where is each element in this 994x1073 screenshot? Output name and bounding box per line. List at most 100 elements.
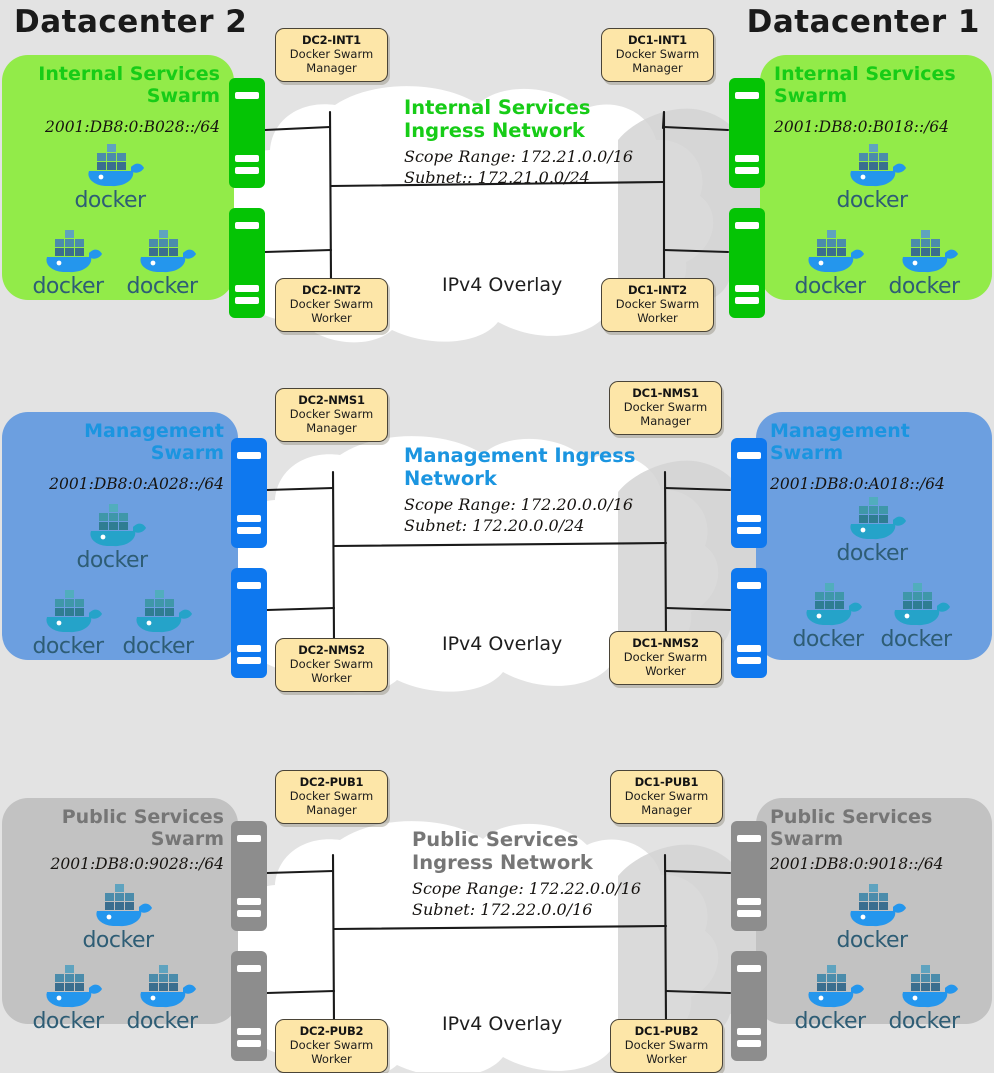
node-id: DC2-INT2	[302, 283, 361, 297]
docker-wordmark: docker	[794, 1009, 866, 1034]
node-role-line1: Docker Swarm	[624, 1038, 709, 1053]
swarm-address: 2001:DB8:0:B028::/64	[44, 118, 220, 136]
docker-wordmark: docker	[792, 627, 864, 652]
swarm-address: 2001:DB8:0:9018::/64	[770, 855, 944, 873]
node-box[interactable]: DC2-INT2 Docker Swarm Worker	[275, 278, 388, 333]
node-role-line2: Worker	[311, 311, 352, 326]
node-id: DC2-NMS1	[298, 393, 365, 407]
docker-wordmark: docker	[126, 1009, 198, 1034]
docker-wordmark: docker	[836, 928, 908, 953]
docker-logo: docker	[822, 489, 922, 566]
node-box[interactable]: DC2-INT1 Docker Swarm Manager	[275, 28, 388, 83]
network-info-public: Public Services Ingress Network Scope Ra…	[412, 828, 641, 920]
swarm-address: 2001:DB8:0:9028::/64	[50, 855, 225, 873]
network-title: Management Ingress Network	[404, 444, 636, 491]
docker-logo: docker	[874, 957, 974, 1034]
overlay-label: IPv4 Overlay	[442, 274, 563, 296]
docker-logo: docker	[18, 582, 118, 659]
node-role-line2: Manager	[306, 421, 357, 436]
node-role-line2: Manager	[632, 61, 683, 76]
node-role-line2: Manager	[641, 803, 692, 818]
docker-wordmark: docker	[32, 1009, 104, 1034]
docker-logo: docker	[822, 876, 922, 953]
overlay-label: IPv4 Overlay	[442, 633, 563, 655]
node-box[interactable]: DC1-NMS1 Docker Swarm Manager	[609, 381, 722, 436]
overlay-label: IPv4 Overlay	[442, 1013, 563, 1035]
datacenter-1-title: Datacenter 1	[746, 4, 980, 40]
node-role-line1: Docker Swarm	[624, 789, 709, 804]
node-role-line1: Docker Swarm	[289, 1038, 374, 1053]
docker-logo: docker	[112, 222, 212, 299]
node-box[interactable]: DC1-INT1 Docker Swarm Manager	[601, 28, 714, 83]
docker-logo: docker	[780, 957, 880, 1034]
node-id: DC2-PUB2	[299, 1024, 364, 1038]
server-rack	[731, 568, 767, 678]
docker-wordmark: docker	[836, 188, 908, 213]
docker-wordmark: docker	[122, 634, 194, 659]
swarm-address: 2001:DB8:0:A028::/64	[49, 475, 224, 493]
node-id: DC1-PUB1	[634, 775, 699, 789]
node-role-line1: Docker Swarm	[623, 650, 708, 665]
node-role-line2: Worker	[646, 1052, 687, 1067]
node-role-line1: Docker Swarm	[615, 297, 700, 312]
docker-wordmark: docker	[32, 634, 104, 659]
docker-wordmark: docker	[888, 274, 960, 299]
docker-logo: docker	[68, 876, 168, 953]
swarm-title: Management Swarm	[84, 420, 224, 465]
node-id: DC1-NMS2	[632, 636, 699, 650]
swarm-title: Public Services Swarm	[61, 806, 224, 851]
node-box[interactable]: DC1-NMS2 Docker Swarm Worker	[609, 631, 722, 686]
node-id: DC2-NMS2	[298, 643, 365, 657]
node-id: DC1-INT2	[628, 283, 687, 297]
docker-logo: docker	[874, 222, 974, 299]
node-id: DC1-INT1	[628, 33, 687, 47]
node-id: DC2-PUB1	[299, 775, 364, 789]
server-rack	[231, 821, 267, 931]
docker-wordmark: docker	[32, 274, 104, 299]
swarm-title: Public Services Swarm	[770, 806, 933, 851]
node-role-line2: Worker	[311, 671, 352, 686]
node-box[interactable]: DC2-PUB2 Docker Swarm Worker	[275, 1019, 388, 1073]
docker-logo: docker	[866, 575, 966, 652]
server-rack	[231, 438, 267, 548]
node-role-line1: Docker Swarm	[623, 400, 708, 415]
node-box[interactable]: DC1-PUB2 Docker Swarm Worker	[610, 1019, 723, 1073]
network-info-management: Management Ingress Network Scope Range: …	[404, 444, 635, 536]
server-rack	[731, 438, 767, 548]
node-box[interactable]: DC2-NMS2 Docker Swarm Worker	[275, 638, 388, 693]
node-box[interactable]: DC1-INT2 Docker Swarm Worker	[601, 278, 714, 333]
node-role-line1: Docker Swarm	[289, 407, 374, 422]
swarm-title: Internal Services Swarm	[38, 63, 220, 108]
node-role-line2: Worker	[645, 664, 686, 679]
docker-logo: docker	[822, 136, 922, 213]
docker-logo: docker	[112, 957, 212, 1034]
node-role-line2: Manager	[640, 414, 691, 429]
network-subnet: Subnet:: 172.21.0.0/24	[404, 167, 590, 187]
swarm-title: Internal Services Swarm	[774, 63, 956, 108]
docker-logo: docker	[60, 136, 160, 213]
docker-logo: docker	[62, 496, 162, 573]
docker-wordmark: docker	[82, 928, 154, 953]
node-id: DC2-INT1	[302, 33, 361, 47]
server-rack	[729, 208, 765, 318]
node-role-line1: Docker Swarm	[289, 297, 374, 312]
node-box[interactable]: DC1-PUB1 Docker Swarm Manager	[610, 770, 723, 825]
server-rack	[231, 568, 267, 678]
docker-wordmark: docker	[76, 548, 148, 573]
datacenter-2-title: Datacenter 2	[14, 4, 248, 40]
node-box[interactable]: DC2-NMS1 Docker Swarm Manager	[275, 388, 388, 443]
node-box[interactable]: DC2-PUB1 Docker Swarm Manager	[275, 770, 388, 825]
node-role-line2: Worker	[637, 311, 678, 326]
docker-logo: docker	[108, 582, 208, 659]
node-role-line1: Docker Swarm	[615, 47, 700, 62]
server-rack	[731, 951, 767, 1061]
node-role-line1: Docker Swarm	[289, 789, 374, 804]
swarm-title: Management Swarm	[770, 420, 910, 465]
docker-wordmark: docker	[880, 627, 952, 652]
docker-wordmark: docker	[794, 274, 866, 299]
network-subnet: Subnet: 172.22.0.0/16	[412, 899, 593, 919]
node-role-line2: Manager	[306, 803, 357, 818]
docker-logo: docker	[780, 222, 880, 299]
network-scope: Scope Range: 172.22.0.0/16	[412, 878, 642, 898]
